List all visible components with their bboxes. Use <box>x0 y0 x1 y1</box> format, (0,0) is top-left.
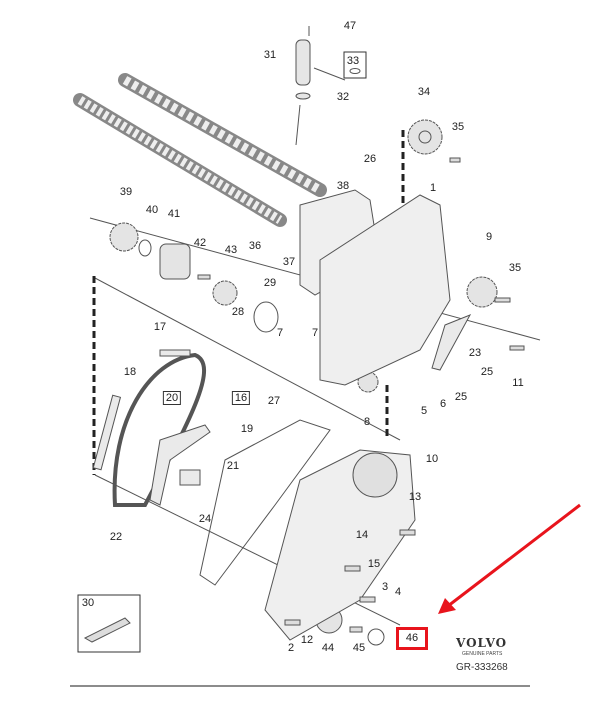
sprocket <box>109 222 139 252</box>
part-label[interactable]: 2 <box>287 642 295 654</box>
part-label[interactable]: 10 <box>425 453 439 465</box>
guide-17 <box>159 349 191 357</box>
part-label[interactable]: 6 <box>439 398 447 410</box>
part-label[interactable]: 7 <box>276 327 284 339</box>
part-label[interactable]: 4 <box>394 586 402 598</box>
part-label[interactable]: 22 <box>109 531 123 543</box>
sealant-tube-icon <box>83 617 131 643</box>
part-label[interactable]: 1 <box>429 182 437 194</box>
part-label[interactable]: 31 <box>263 49 277 61</box>
part-label[interactable]: 7 <box>311 327 319 339</box>
part-label[interactable]: 25 <box>480 366 494 378</box>
part-label[interactable]: 18 <box>123 366 137 378</box>
part-label[interactable]: 14 <box>355 529 369 541</box>
part-label[interactable]: 15 <box>367 558 381 570</box>
chain-guide-18 <box>92 394 122 471</box>
timing-cover-10 <box>264 449 416 641</box>
part-label[interactable]: 44 <box>321 642 335 654</box>
part-label[interactable]: 40 <box>145 204 159 216</box>
part-label[interactable]: 37 <box>282 256 296 268</box>
bearing <box>159 243 191 280</box>
part-label[interactable]: 35 <box>508 262 522 274</box>
part-label[interactable]: 11 <box>512 377 524 389</box>
part-label[interactable]: 13 <box>408 491 422 503</box>
part-label[interactable]: 42 <box>193 237 207 249</box>
part-label[interactable]: 17 <box>153 321 167 333</box>
part-label[interactable]: 38 <box>336 180 350 192</box>
bolts <box>197 157 525 633</box>
part-label[interactable]: 45 <box>352 642 366 654</box>
part-label[interactable]: 39 <box>119 186 133 198</box>
part-label[interactable]: 35 <box>451 121 465 133</box>
part-label[interactable]: 33 <box>346 55 360 67</box>
part-label[interactable]: 29 <box>263 277 277 289</box>
drawing-code: GR-333268 <box>456 662 508 673</box>
part-label[interactable]: 36 <box>248 240 262 252</box>
highlighted-part-box[interactable]: 46 <box>396 627 428 650</box>
part-label[interactable]: 8 <box>363 416 371 428</box>
part-label[interactable]: 43 <box>224 244 238 256</box>
part-label[interactable]: 5 <box>420 405 428 417</box>
part-box-33 <box>343 51 367 79</box>
camshaft-sensor <box>295 26 346 100</box>
part-label[interactable]: 9 <box>485 231 493 243</box>
part-label[interactable]: 47 <box>343 20 357 32</box>
part-label[interactable]: 19 <box>240 423 254 435</box>
part-label[interactable]: 32 <box>336 91 350 103</box>
part-label[interactable]: 12 <box>300 634 314 646</box>
timing-case-inner <box>319 194 451 386</box>
part-label-boxed[interactable]: 20 <box>162 391 182 405</box>
logo-subtitle: GENUINE PARTS <box>462 651 503 657</box>
highlighted-part-label: 46 <box>405 632 419 644</box>
part-label[interactable]: 26 <box>363 153 377 165</box>
chain-tensioner-rail <box>149 424 211 506</box>
part-label[interactable]: 27 <box>267 395 281 407</box>
part-label[interactable]: 25 <box>454 391 468 403</box>
part-label[interactable]: 28 <box>231 306 245 318</box>
part-label[interactable]: 30 <box>81 597 95 609</box>
part-label[interactable]: 34 <box>417 86 431 98</box>
volvo-logo: VOLVO <box>456 636 508 650</box>
part-label-boxed[interactable]: 16 <box>231 391 251 405</box>
part-label[interactable]: 41 <box>167 208 181 220</box>
part-label[interactable]: 24 <box>198 513 212 525</box>
tensioner-21 <box>179 469 201 486</box>
part-label[interactable]: 3 <box>381 581 389 593</box>
tensioner-arm <box>431 314 472 371</box>
crank-sprocket <box>466 276 498 308</box>
gasket-27 <box>199 419 331 586</box>
part-label[interactable]: 21 <box>226 460 240 472</box>
camshaft <box>73 73 327 227</box>
part-label[interactable]: 23 <box>468 347 482 359</box>
callout-arrow <box>447 503 581 608</box>
